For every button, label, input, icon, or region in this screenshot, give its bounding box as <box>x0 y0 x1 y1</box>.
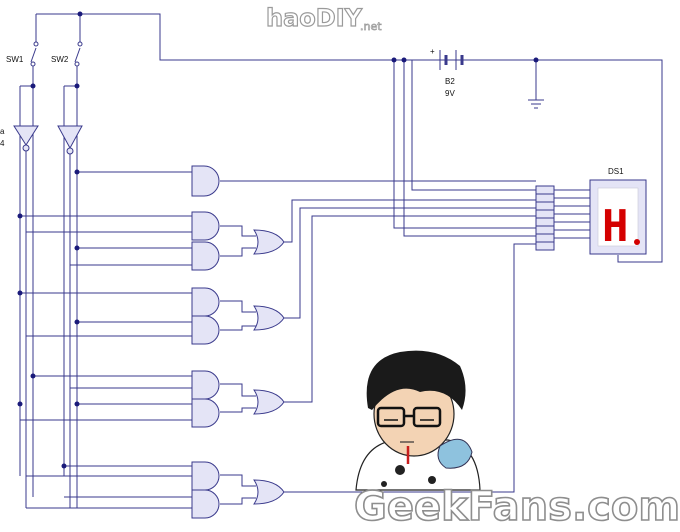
watermark-bottom: GeekFans.com <box>354 484 680 530</box>
or-gate-2 <box>253 305 285 331</box>
wires <box>19 13 663 509</box>
or-gate-1 <box>253 229 285 255</box>
display-digit: H <box>602 201 629 252</box>
and-gate-1 <box>191 165 220 197</box>
label-cut-4: 4 <box>0 139 5 148</box>
label-sw1: SW1 <box>6 55 24 64</box>
and-gate-6 <box>191 370 220 400</box>
label-sw2: SW2 <box>51 55 69 64</box>
and-gate-7 <box>191 398 220 428</box>
watermark-top-brand: haoDIY <box>266 4 363 32</box>
and-gate-2 <box>191 211 220 241</box>
and-gate-4 <box>191 287 220 317</box>
switch-sw1 <box>30 41 39 67</box>
or-gate-3 <box>253 389 285 415</box>
cartoon-mascot <box>355 350 481 491</box>
labels: SW1 SW2 a 4 + B2 9V DS1 <box>0 47 624 176</box>
junction-dots <box>17 11 539 469</box>
or-gate-4 <box>253 479 285 505</box>
resistor-connector <box>535 185 555 251</box>
battery-b2 <box>432 50 478 70</box>
label-cut-a: a <box>0 127 5 136</box>
label-voltage: 9V <box>445 89 455 98</box>
and-gate-9 <box>191 489 220 519</box>
label-battery-plus: + <box>430 47 435 56</box>
and-gates <box>191 165 220 519</box>
and-gate-8 <box>191 461 220 491</box>
watermark-top-suffix: .net <box>360 20 382 33</box>
inverter-1 <box>13 125 39 152</box>
or-gates <box>253 229 285 505</box>
and-gate-3 <box>191 241 220 271</box>
label-battery: B2 <box>445 77 455 86</box>
switch-sw2 <box>74 41 83 67</box>
watermark-top: haoDIY .net <box>265 3 382 33</box>
label-display: DS1 <box>608 167 624 176</box>
seven-segment-display: H <box>589 179 647 255</box>
inverter-2 <box>57 125 83 155</box>
and-gate-5 <box>191 315 220 345</box>
